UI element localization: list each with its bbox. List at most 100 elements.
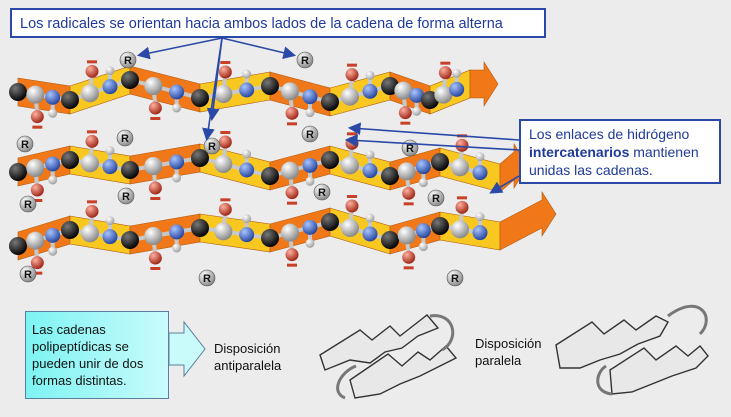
summary-text: Las cadenas polipeptídicas se pueden uni…: [32, 322, 144, 388]
oxygen-mark: [32, 199, 43, 202]
oxygen-atom: [218, 135, 232, 149]
hydrogen-atom: [305, 108, 315, 118]
nitrogen-atom: [102, 159, 118, 175]
callout-arrows: [136, 37, 520, 194]
radical-label: R: [318, 187, 326, 199]
hydrogen-atom: [412, 106, 422, 116]
radical-atom: [446, 269, 464, 287]
oxygen-mark: [32, 271, 43, 275]
carbon-atom: [9, 163, 27, 181]
alpha-carbon-atom: [281, 161, 299, 180]
oxygen-mark: [440, 61, 451, 65]
carbon-atom: [121, 161, 139, 179]
hydrogen-atom: [475, 152, 485, 162]
carbon-atom: [381, 167, 399, 185]
oxygen-atom: [402, 186, 416, 200]
oxygen-atom: [85, 64, 99, 78]
hbond-text-bold: intercatenarios: [529, 144, 630, 160]
carbon-atom: [261, 229, 279, 247]
alpha-carbon-atom: [341, 219, 359, 237]
oxygen-mark: [220, 198, 231, 202]
hydrogen-atom: [305, 176, 315, 186]
carbon-atom: [431, 217, 449, 235]
alpha-carbon-atom: [281, 223, 299, 242]
nitrogen-atom: [102, 79, 118, 95]
alpha-carbon-atom: [144, 77, 163, 95]
summary-box: Las cadenas polipeptídicas se pueden uni…: [25, 311, 169, 399]
alpha-carbon-atom: [81, 224, 99, 243]
oxygen-mark: [87, 200, 97, 204]
hydrogen-atom: [305, 238, 315, 248]
ribbon-arrowhead: [469, 60, 499, 108]
summary-arrow: [168, 320, 206, 378]
oxygen-atom: [402, 250, 416, 264]
oxygen-atom: [438, 66, 452, 80]
nitrogen-atom: [45, 89, 61, 105]
hydrogen-atom: [48, 175, 58, 185]
radical-atom: [296, 51, 314, 69]
carbon-atom: [121, 71, 139, 89]
alpha-carbon-atom: [214, 222, 233, 241]
nitrogen-atom: [472, 165, 488, 181]
carbon-atom: [381, 231, 399, 249]
nitrogen-atom: [449, 81, 465, 97]
atoms: [9, 51, 488, 287]
nitrogen-atom: [45, 227, 61, 243]
oxygen-mark: [220, 61, 231, 64]
carbon-atom: [321, 213, 339, 231]
oxygen-atom: [218, 202, 232, 216]
carbon-atom: [191, 219, 209, 237]
oxygen-mark: [220, 131, 231, 134]
radical-label: R: [203, 273, 211, 285]
radical-atom: [19, 265, 37, 283]
nitrogen-atom: [415, 159, 431, 175]
alpha-carbon-atom: [281, 82, 299, 101]
hydrogen-atom: [242, 214, 252, 224]
nitrogen-atom: [409, 87, 425, 103]
ribbon-arrowhead: [499, 190, 557, 251]
hydrogen-atom: [48, 246, 58, 256]
carbon-atom: [321, 151, 339, 169]
antiparallel-label: Disposición antiparalela: [214, 341, 282, 373]
oxygen-mark: [150, 197, 161, 200]
oxygen-atom: [455, 138, 469, 152]
oxygen-atom: [30, 256, 44, 270]
oxygen-mark: [403, 266, 414, 270]
carbon-atom: [191, 89, 209, 107]
carbon-atom: [61, 151, 79, 169]
oxygen-atom: [85, 204, 99, 218]
radical-label: R: [121, 133, 129, 145]
radical-label: R: [306, 129, 314, 141]
oxygen-atom: [30, 183, 44, 197]
alpha-carbon-atom: [394, 81, 413, 100]
radicals-callout: Los radicales se orientan hacia ambos la…: [10, 8, 546, 38]
hbond-text-end: mantienen unidas las cadenas.: [529, 144, 699, 178]
hydrogen-atom: [242, 149, 252, 159]
nitrogen-atom: [415, 223, 431, 239]
radical-label: R: [208, 141, 216, 153]
radical-label: R: [301, 55, 309, 67]
oxygen-mark: [287, 263, 297, 267]
oxygen-mark: [150, 117, 161, 120]
radical-atom: [117, 187, 135, 205]
hydrogen-atom: [105, 146, 115, 156]
parallel-sheet-icon: [555, 304, 709, 396]
oxygen-atom: [148, 181, 162, 195]
oxygen-atom: [285, 186, 299, 200]
radical-atom: [313, 183, 331, 201]
alpha-carbon-atom: [26, 231, 45, 250]
radical-atom: [19, 195, 37, 213]
nitrogen-atom: [169, 224, 185, 240]
hydrogen-bond-callout: Los enlaces de hidrógeno intercatenarios…: [519, 119, 721, 184]
alpha-carbon-atom: [214, 85, 233, 103]
radical-label: R: [24, 199, 32, 211]
carbon-atom: [61, 221, 79, 239]
nitrogen-atom: [45, 156, 61, 172]
hydrogen-atom: [365, 213, 375, 223]
nitrogen-atom: [362, 226, 378, 242]
carbon-atom: [321, 93, 339, 111]
alpha-carbon-atom: [144, 157, 163, 175]
hydrogen-atom: [365, 70, 375, 80]
radical-label: R: [24, 269, 32, 281]
alpha-carbon-atom: [341, 87, 359, 106]
